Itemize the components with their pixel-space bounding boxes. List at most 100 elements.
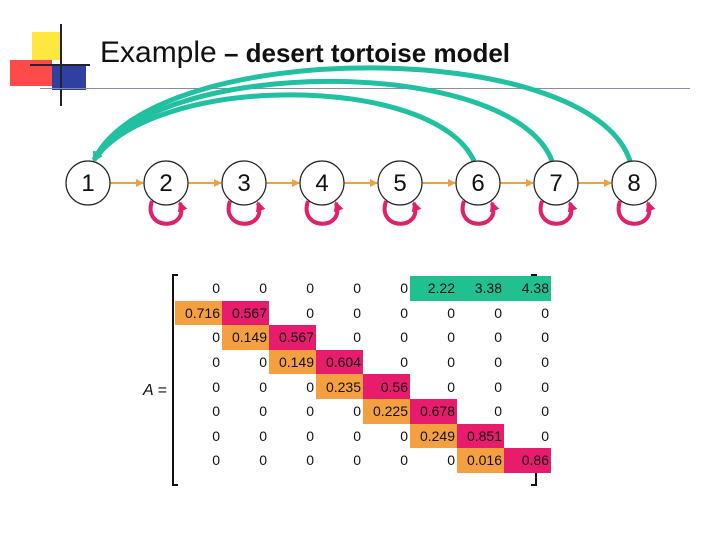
matrix-cell: 0.225 (363, 398, 410, 424)
matrix-cell: 0 (504, 398, 551, 424)
stasis-loop-8 (616, 200, 656, 226)
stage-label-1: 1 (81, 170, 94, 197)
matrix-cell: 0 (457, 349, 504, 375)
matrix-cell: 3.38 (457, 276, 504, 301)
matrix-cell: 0 (222, 448, 269, 473)
fecundity-arrow-7-to-1 (91, 78, 555, 162)
matrix-cell: 0 (363, 349, 410, 375)
deco-yellow-square (32, 32, 62, 60)
stage-node-6: 6 (455, 160, 501, 206)
stage-node-8: 8 (611, 160, 657, 206)
matrix-cell: 0 (316, 300, 363, 326)
matrix-cell: 0.149 (269, 349, 316, 375)
stasis-loop-6 (460, 200, 500, 226)
title-part2: – desert tortoise model (216, 38, 511, 68)
matrix-cell: 0 (363, 276, 410, 301)
matrix-cell: 0.016 (457, 448, 504, 473)
stasis-loop-3 (226, 200, 266, 226)
matrix-cell: 0 (504, 325, 551, 350)
matrix-cell: 0 (175, 398, 222, 424)
matrix-cell: 0 (457, 374, 504, 399)
matrix-cell: 0 (269, 448, 316, 473)
matrix-cell: 0 (410, 374, 457, 399)
stasis-loop-7 (538, 200, 578, 226)
matrix-cell: 0 (410, 300, 457, 326)
matrix-cell: 0 (269, 300, 316, 326)
stage-node-4: 4 (299, 160, 345, 206)
matrix-cell: 0 (269, 374, 316, 399)
fecundity-arrow-6-to-1 (91, 92, 477, 163)
stage-node-5: 5 (377, 160, 423, 206)
matrix-left-bracket (172, 274, 178, 486)
matrix-cell: 0 (363, 325, 410, 350)
matrix-cell: 0.56 (363, 374, 410, 399)
matrix-cell: 0.149 (222, 325, 269, 350)
matrix-cell: 0.851 (457, 423, 504, 449)
stage-label-7: 7 (549, 170, 562, 197)
matrix-cell: 0 (363, 423, 410, 449)
matrix-cell: 0 (222, 398, 269, 424)
title-divider (40, 88, 690, 89)
matrix-cell: 0 (410, 325, 457, 350)
matrix-cell: 0.567 (269, 325, 316, 350)
stage-node-2: 2 (143, 160, 189, 206)
stage-label-4: 4 (315, 170, 328, 197)
matrix-cell: 0.235 (316, 374, 363, 399)
stasis-loop-2 (148, 200, 188, 226)
matrix-cell: 0.604 (316, 349, 363, 375)
matrix-cell: 0 (316, 448, 363, 473)
matrix-cell: 0 (504, 349, 551, 375)
matrix-cell: 0.716 (175, 300, 222, 326)
matrix-cell: 2.22 (410, 276, 457, 301)
matrix-cell: 0 (363, 448, 410, 473)
stasis-loop-5 (382, 200, 422, 226)
stasis-loop-4 (304, 200, 344, 226)
fecundity-arrow-8-to-1 (91, 65, 633, 162)
matrix-cell: 0 (222, 276, 269, 301)
matrix-cell: 0 (457, 398, 504, 424)
matrix-cell: 0 (316, 276, 363, 301)
matrix-cell: 0.678 (410, 398, 457, 424)
matrix-cell: 0 (269, 423, 316, 449)
matrix-cell: 0 (222, 374, 269, 399)
matrix-cell: 0 (269, 398, 316, 424)
matrix-cell: 0 (504, 300, 551, 326)
matrix-cell: 0.86 (504, 448, 551, 473)
stage-node-3: 3 (221, 160, 267, 206)
matrix-cell: 0 (175, 276, 222, 301)
matrix-cell: 0 (175, 349, 222, 375)
matrix-cell: 0 (175, 423, 222, 449)
title-part1: Example (100, 36, 217, 69)
matrix-cell: 0 (316, 325, 363, 350)
matrix-cell: 0 (457, 325, 504, 350)
stage-label-3: 3 (237, 170, 250, 197)
stage-label-8: 8 (627, 170, 640, 197)
matrix-cell: 0.249 (410, 423, 457, 449)
stage-label-5: 5 (393, 170, 406, 197)
stage-label-2: 2 (159, 170, 172, 197)
matrix-cell: 4.38 (504, 276, 551, 301)
matrix-cell: 0 (316, 398, 363, 424)
matrix-cell: 0 (457, 300, 504, 326)
matrix-cell: 0 (363, 300, 410, 326)
matrix-cell: 0 (410, 448, 457, 473)
matrix-cell: 0 (316, 423, 363, 449)
deco-blue-square (52, 66, 86, 90)
matrix-cell: 0 (175, 448, 222, 473)
matrix-cell: 0 (410, 349, 457, 375)
matrix-cell: 0 (175, 374, 222, 399)
matrix-cell: 0 (269, 276, 316, 301)
deco-horizontal-line (30, 64, 90, 66)
page-title: Example – desert tortoise model (100, 36, 510, 70)
stage-node-1: 1 (65, 160, 111, 206)
stage-label-6: 6 (471, 170, 484, 197)
matrix-cell: 0 (222, 349, 269, 375)
